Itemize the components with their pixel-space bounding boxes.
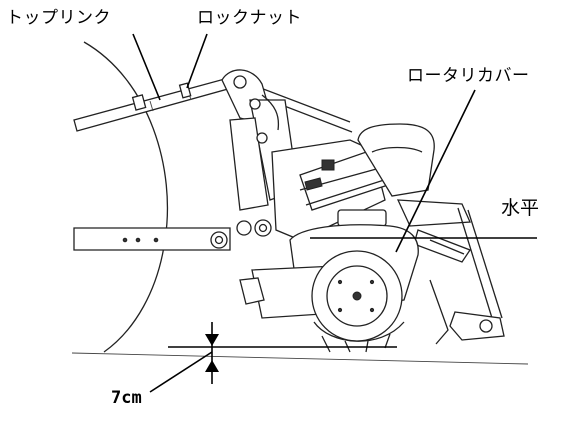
upper-cover	[357, 123, 435, 197]
toplink-leader	[132, 33, 161, 101]
top-link-label: トップリンク	[6, 8, 111, 28]
rotary-cover-leader	[395, 89, 476, 253]
gap-dimension	[149, 322, 397, 393]
lower-link	[73, 219, 272, 251]
lock-nut-label: ロックナット	[197, 8, 302, 28]
rear-wheel-outline	[83, 41, 169, 353]
horizontal-label: 水平	[501, 197, 540, 219]
rotary-cover	[239, 209, 419, 353]
gearbox	[271, 139, 389, 241]
rear-frame	[396, 199, 505, 345]
gap-label: 7cm	[111, 388, 142, 408]
top-link	[73, 76, 353, 133]
ground-line	[71, 352, 529, 365]
rotary-cover-label: ロータリカバー	[407, 66, 530, 86]
locknut-leader	[186, 33, 208, 89]
